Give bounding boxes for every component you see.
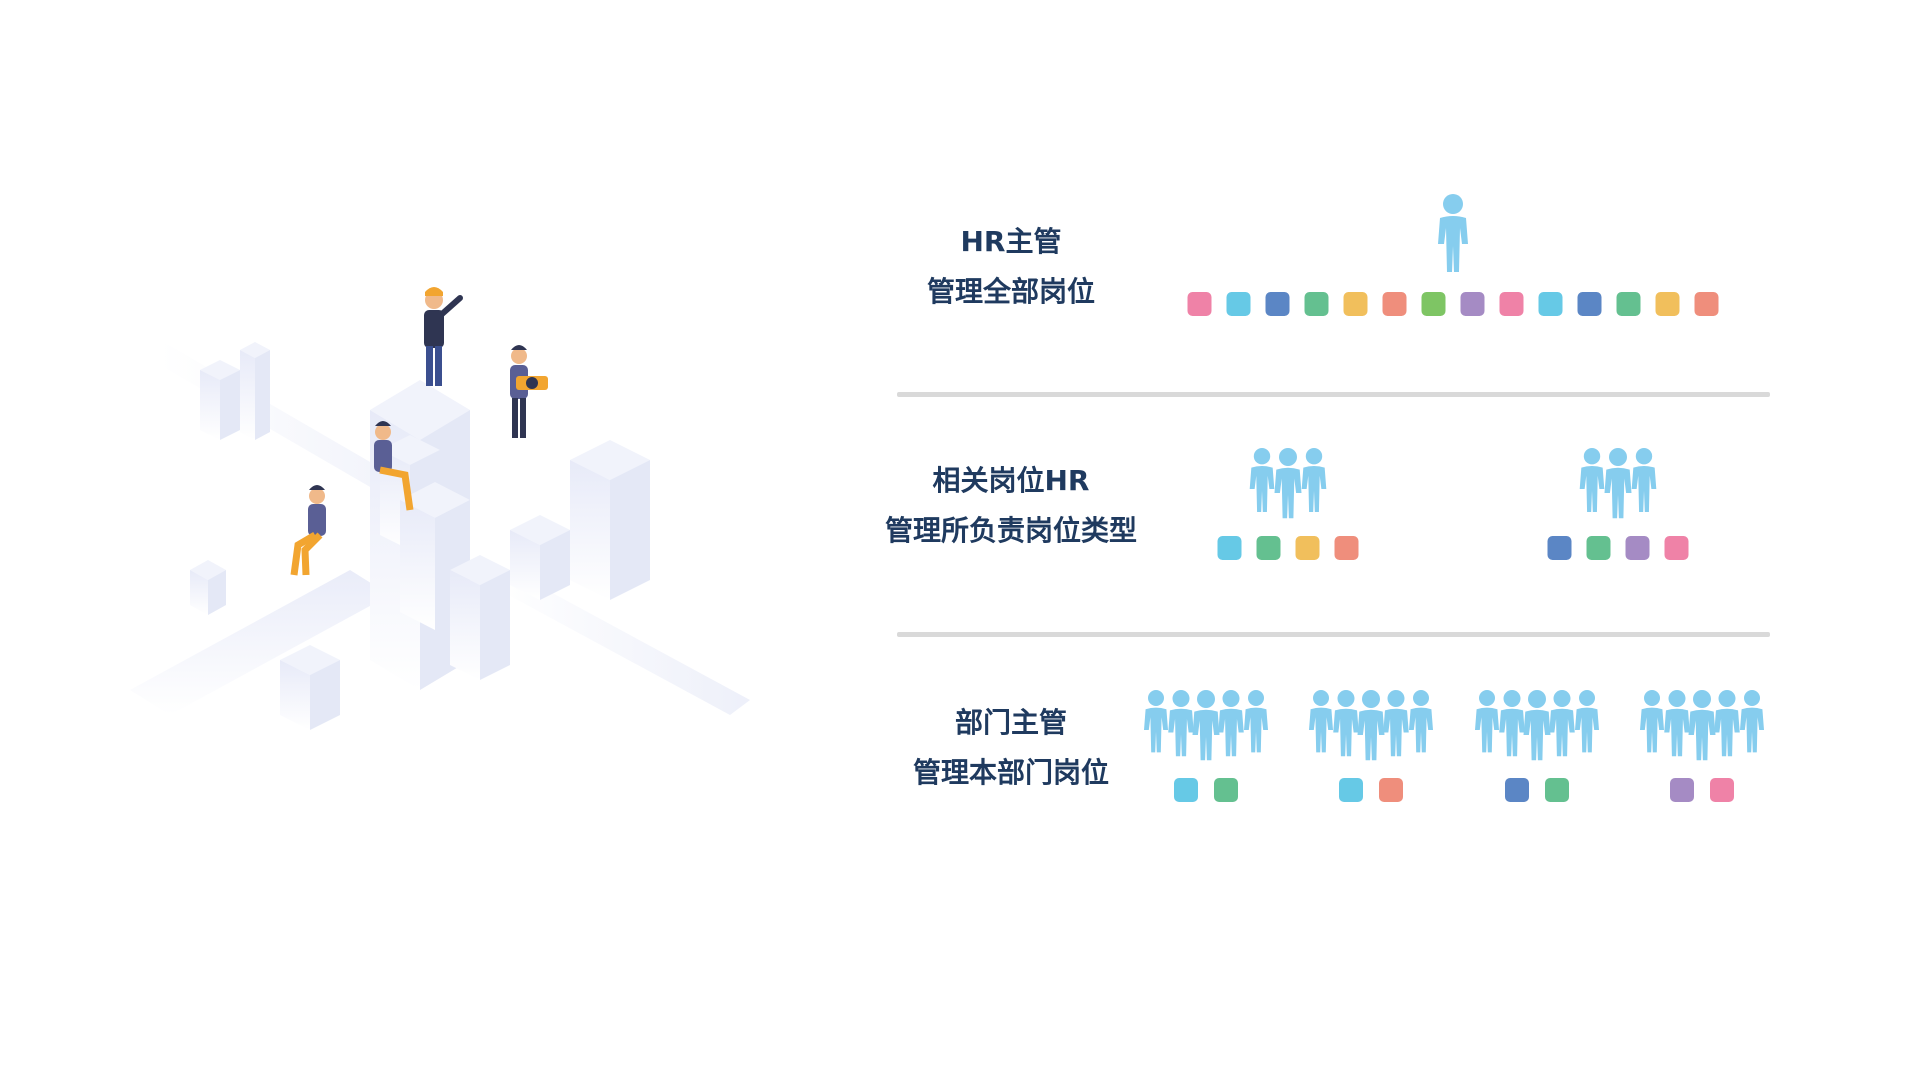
level-title: HR主管 — [960, 225, 1062, 258]
person-icon — [1383, 690, 1409, 757]
position-chip — [1379, 778, 1403, 802]
person-icon — [1438, 194, 1468, 272]
person-icon — [1664, 690, 1690, 757]
position-chip — [1343, 292, 1368, 316]
level-label-dept-manager: 部门主管 管理本部门岗位 — [861, 698, 1161, 798]
left-small-block — [200, 342, 270, 440]
person-icon — [1309, 690, 1333, 753]
position-chip — [1670, 778, 1694, 802]
person-sitting-middle — [374, 421, 414, 511]
position-chip — [1460, 292, 1485, 316]
position-chip — [1339, 778, 1363, 802]
level-label-hr-manager: HR主管 管理全部岗位 — [861, 217, 1161, 317]
level-title: 部门主管 — [954, 706, 1067, 739]
level-title: 相关岗位HR — [932, 464, 1090, 497]
divider-2 — [897, 632, 1770, 637]
position-chip — [1382, 292, 1407, 316]
position-chip — [1616, 292, 1641, 316]
position-chip — [1625, 536, 1650, 560]
position-chip — [1187, 292, 1212, 316]
divider-1 — [897, 392, 1770, 397]
person-icon — [1168, 690, 1194, 757]
person-icon — [1740, 690, 1764, 753]
person-holding-gear — [510, 345, 548, 438]
front-block — [190, 482, 570, 730]
person-icon — [1688, 690, 1716, 761]
person-icon — [1604, 448, 1632, 519]
position-chip — [1214, 778, 1238, 802]
person-icon — [1631, 448, 1657, 512]
position-chip — [1664, 536, 1689, 560]
position-chip — [1586, 536, 1611, 560]
person-icon — [1575, 690, 1599, 753]
position-chip — [1304, 292, 1329, 316]
level-subtitle: 管理本部门岗位 — [912, 756, 1109, 789]
position-chip — [1655, 292, 1680, 316]
position-chip — [1694, 292, 1719, 316]
person-icon — [1249, 448, 1275, 512]
person-icon — [1301, 448, 1327, 512]
person-icon — [1144, 690, 1168, 753]
person-icon — [1218, 690, 1244, 757]
person-icon — [1714, 690, 1740, 757]
position-chip — [1421, 292, 1446, 316]
position-chip — [1577, 292, 1602, 316]
person-sitting-front — [290, 485, 326, 576]
person-icon — [1475, 690, 1499, 753]
level-subtitle: 管理全部岗位 — [926, 275, 1095, 308]
person-icon — [1499, 690, 1525, 757]
position-chip — [1334, 536, 1359, 560]
person-icon — [1523, 690, 1551, 761]
person-icon — [1274, 448, 1302, 519]
person-icon — [1192, 690, 1220, 761]
position-chip — [1217, 536, 1242, 560]
levels-diagram — [1144, 194, 1764, 802]
person-icon — [1579, 448, 1605, 512]
person-icon — [1640, 690, 1664, 753]
position-chip — [1505, 778, 1529, 802]
level-label-related-hr: 相关岗位HR 管理所负责岗位类型 — [861, 456, 1161, 556]
person-icon — [1357, 690, 1385, 761]
position-chip — [1226, 292, 1251, 316]
position-chip — [1710, 778, 1734, 802]
right-block — [570, 440, 650, 600]
position-chip — [1256, 536, 1281, 560]
position-chip — [1174, 778, 1198, 802]
position-chip — [1545, 778, 1569, 802]
position-chip — [1265, 292, 1290, 316]
person-icon — [1244, 690, 1268, 753]
position-chip — [1538, 292, 1563, 316]
person-standing-top — [424, 287, 463, 386]
level-subtitle: 管理所负责岗位类型 — [884, 514, 1137, 547]
person-icon — [1333, 690, 1359, 757]
person-icon — [1409, 690, 1433, 753]
position-chip — [1499, 292, 1524, 316]
position-chip — [1547, 536, 1572, 560]
person-icon — [1549, 690, 1575, 757]
position-chip — [1295, 536, 1320, 560]
isometric-office-illustration — [130, 287, 750, 730]
